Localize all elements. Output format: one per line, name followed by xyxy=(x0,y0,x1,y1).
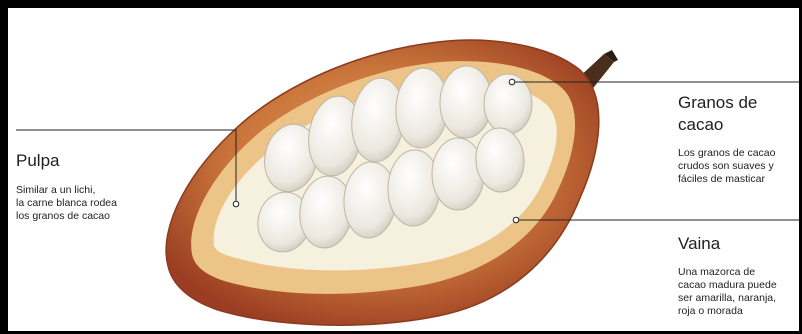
dot-vaina xyxy=(513,217,519,223)
dot-pulpa xyxy=(233,201,239,207)
pulpa-title: Pulpa xyxy=(16,150,59,172)
granos-title: Granos de cacao xyxy=(678,92,757,136)
vaina-description: Una mazorca de cacao madura puede ser am… xyxy=(678,266,777,318)
vaina-title: Vaina xyxy=(678,233,720,255)
pulpa-description: Similar a un lichi, la carne blanca rode… xyxy=(16,184,117,223)
granos-description: Los granos de cacao crudos son suaves y … xyxy=(678,147,775,186)
dot-granos xyxy=(509,79,515,85)
